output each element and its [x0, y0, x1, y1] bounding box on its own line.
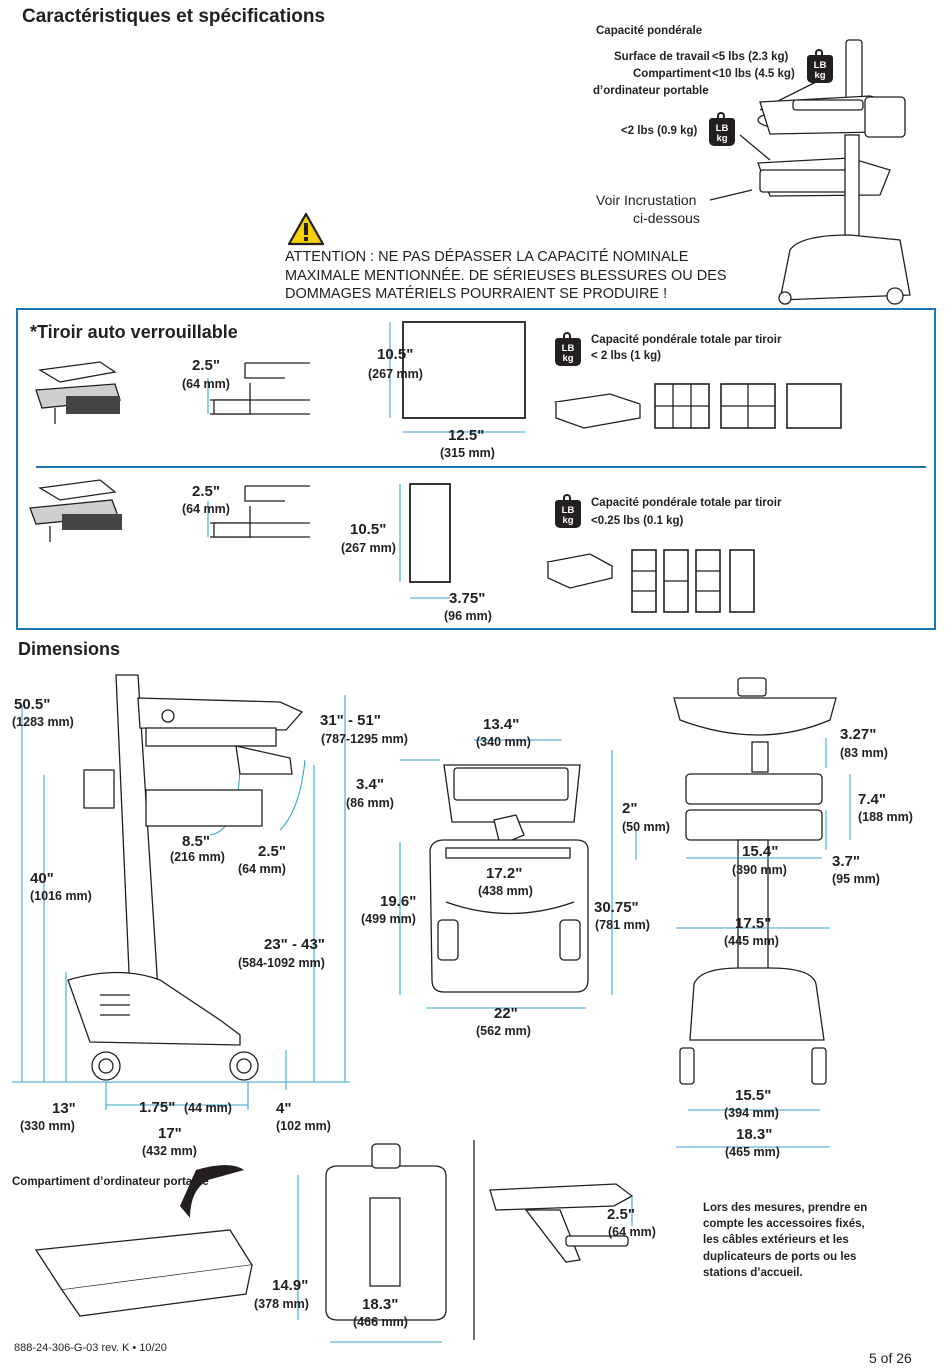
drawer-section-title: *Tiroir auto verrouillable: [30, 322, 238, 342]
side-offset-in: 1.75": [139, 1099, 176, 1116]
top-w134-mm: (340 mm): [476, 735, 531, 749]
row1-height-in: 2.5": [192, 357, 220, 374]
page-number: 5 of 26: [869, 1350, 912, 1366]
side-gap-in: 2.5": [258, 843, 286, 860]
top-d3075-mm: (781 mm): [595, 918, 650, 932]
side-base-len-in: 17": [158, 1125, 182, 1142]
row1-capacity-title: Capacité pondérale totale par tiroir: [591, 334, 782, 346]
top-d196-mm: (499 mm): [361, 912, 416, 926]
side-arm-in: 8.5": [182, 833, 210, 850]
front-w154-in: 15.4": [742, 843, 779, 860]
see-inset-label: Voir Incrustation: [596, 192, 697, 208]
warning-triangle-icon: [287, 212, 325, 246]
front-h327-in: 3.27": [840, 726, 877, 743]
row1-width-in: 12.5": [448, 427, 485, 444]
laptop-compartment-title: Compartiment d’ordinateur portable: [12, 1176, 209, 1188]
front-h37-mm: (95 mm): [832, 872, 880, 886]
row2-width-mm: (96 mm): [444, 609, 492, 623]
doc-number: 888-24-306-G-03 rev. K • 10/20: [14, 1342, 167, 1354]
side-foot-in: 4": [276, 1100, 292, 1117]
top-d2-mm: (50 mm): [622, 820, 670, 834]
laptop-w183-mm: (466 mm): [353, 1315, 408, 1329]
dimensions-title: Dimensions: [18, 639, 121, 659]
laptop-w183-in: 18.3": [362, 1296, 399, 1313]
side-surface-in: 31" - 51": [320, 712, 381, 729]
row2-height-in: 2.5": [192, 483, 220, 500]
top-d2-in: 2": [622, 800, 638, 817]
front-h37-in: 3.7": [832, 853, 860, 870]
side-overall-mm: (1283 mm): [12, 715, 74, 729]
top-w22-mm: (562 mm): [476, 1024, 531, 1038]
top-w22-in: 22": [494, 1005, 518, 1022]
top-d3075-in: 30.75": [594, 899, 639, 916]
side-overall-in: 50.5": [14, 696, 51, 713]
dimension-drawings: [12, 674, 851, 1343]
side-arm-mm: (216 mm): [170, 850, 225, 864]
laptop-d149-mm: (378 mm): [254, 1297, 309, 1311]
row1-capacity-value: < 2 lbs (1 kg): [591, 350, 661, 362]
laptop-d149-in: 14.9": [272, 1277, 309, 1294]
top-d34-in: 3.4": [356, 776, 384, 793]
top-w172-in: 17.2": [486, 865, 523, 882]
front-h327-mm: (83 mm): [840, 746, 888, 760]
front-w154-mm: (390 mm): [732, 863, 787, 877]
row1-width-mm: (315 mm): [440, 446, 495, 460]
top-d196-in: 19.6": [380, 893, 417, 910]
capacity-title: Capacité pondérale: [596, 25, 703, 37]
panel-divider: [36, 466, 926, 468]
compartment-label: Compartiment: [633, 68, 711, 80]
front-w183-in: 18.3": [736, 1126, 773, 1143]
work-surface-label: Surface de travail: [614, 51, 710, 63]
drawer-panel: [16, 308, 936, 630]
top-d34-mm: (86 mm): [346, 796, 394, 810]
side-kb-in: 23" - 43": [264, 936, 325, 953]
side-kb-mm: (584-1092 mm): [238, 956, 325, 970]
row2-depth-mm: (267 mm): [341, 541, 396, 555]
side-h40-in: 40": [30, 870, 54, 887]
side-base-in: 13": [52, 1100, 76, 1117]
page-title: Caractéristiques et spécifications: [22, 6, 326, 27]
row2-width-in: 3.75": [449, 590, 486, 607]
drawer-row-1-drawings: [35, 321, 842, 433]
side-h40-mm: (1016 mm): [30, 889, 92, 903]
front-h74-mm: (188 mm): [858, 810, 913, 824]
laptop-h25-mm: (64 mm): [608, 1225, 656, 1239]
row2-height-mm: (64 mm): [182, 502, 230, 516]
side-base-mm: (330 mm): [20, 1119, 75, 1133]
compartment-label-2: d’ordinateur portable: [593, 85, 709, 97]
side-offset-mm: (44 mm): [184, 1101, 232, 1115]
work-surface-value: <5 lbs (2.3 kg): [712, 51, 789, 63]
row2-capacity-value: <0.25 lbs (0.1 kg): [591, 515, 684, 527]
top-w172-mm: (438 mm): [478, 884, 533, 898]
front-w175-mm: (445 mm): [724, 934, 779, 948]
laptop-h25-in: 2.5": [607, 1206, 635, 1223]
row1-height-mm: (64 mm): [182, 377, 230, 391]
top-w134-in: 13.4": [483, 716, 520, 733]
front-w155-mm: (394 mm): [724, 1106, 779, 1120]
drawer-row-2-drawings: [29, 479, 755, 613]
row2-depth-in: 10.5": [350, 521, 387, 538]
front-w175-in: 17.5": [735, 915, 772, 932]
compartment-value: <10 lbs (4.5 kg): [712, 68, 795, 80]
drawer-weight-value: <2 lbs (0.9 kg): [621, 125, 698, 137]
see-inset-label-2: ci-dessous: [633, 210, 700, 226]
measurement-note: Lors des mesures, prendre en compte les …: [703, 1202, 868, 1279]
cart-illustration: [709, 39, 911, 305]
front-h74-in: 7.4": [858, 791, 886, 808]
side-gap-mm: (64 mm): [238, 862, 286, 876]
row1-depth-mm: (267 mm): [368, 367, 423, 381]
side-surface-mm: (787-1295 mm): [321, 732, 408, 746]
row2-capacity-title: Capacité pondérale totale par tiroir: [591, 497, 782, 509]
front-w155-in: 15.5": [735, 1087, 772, 1104]
row1-depth-in: 10.5": [377, 346, 414, 363]
side-foot-mm: (102 mm): [276, 1119, 331, 1133]
side-base-len-mm: (432 mm): [142, 1144, 197, 1158]
front-w183-mm: (465 mm): [725, 1145, 780, 1159]
warning-text: ATTENTION : NE PAS DÉPASSER LA CAPACITÉ …: [285, 249, 727, 302]
